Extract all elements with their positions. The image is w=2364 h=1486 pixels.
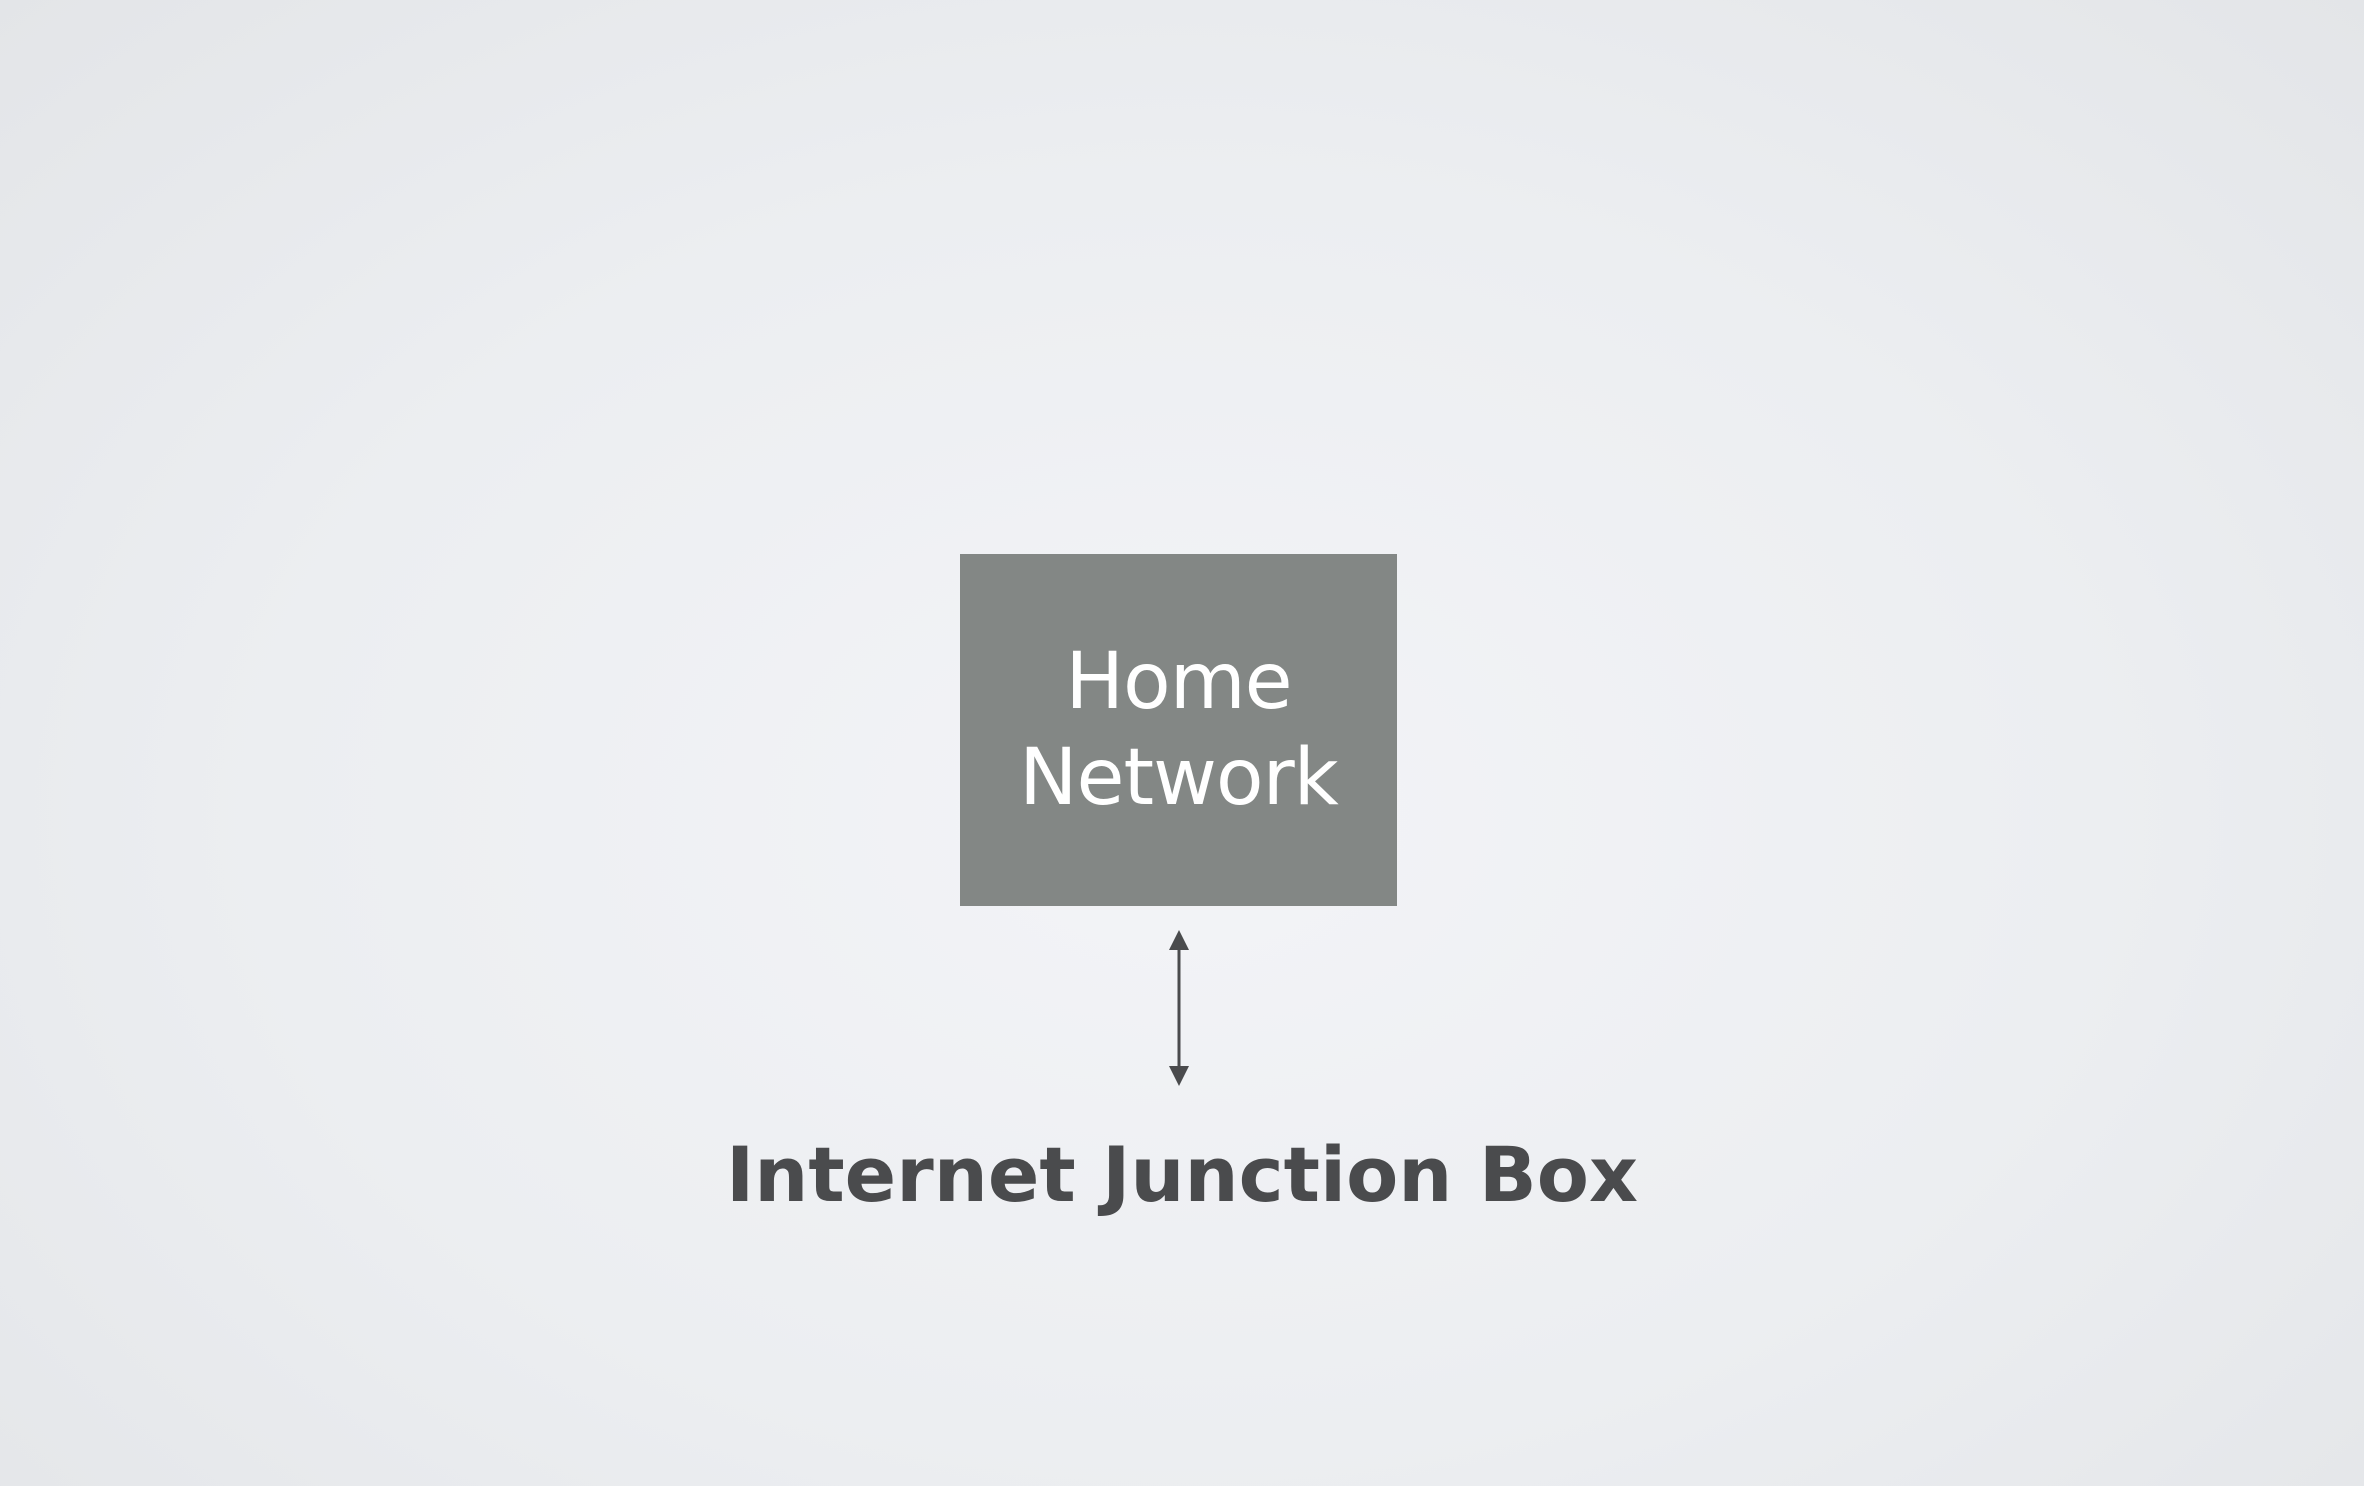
home-network-label-line-1: Home: [1065, 637, 1292, 727]
bidirectional-arrow-icon: [1169, 930, 1189, 1086]
arrow-head-down: [1169, 1066, 1189, 1086]
arrow-head-up: [1169, 930, 1189, 950]
internet-junction-box-label: Internet Junction Box: [725, 1130, 1639, 1219]
home-network-label-line-2: Network: [1019, 733, 1339, 823]
home-network-box: Home Network: [960, 554, 1397, 906]
